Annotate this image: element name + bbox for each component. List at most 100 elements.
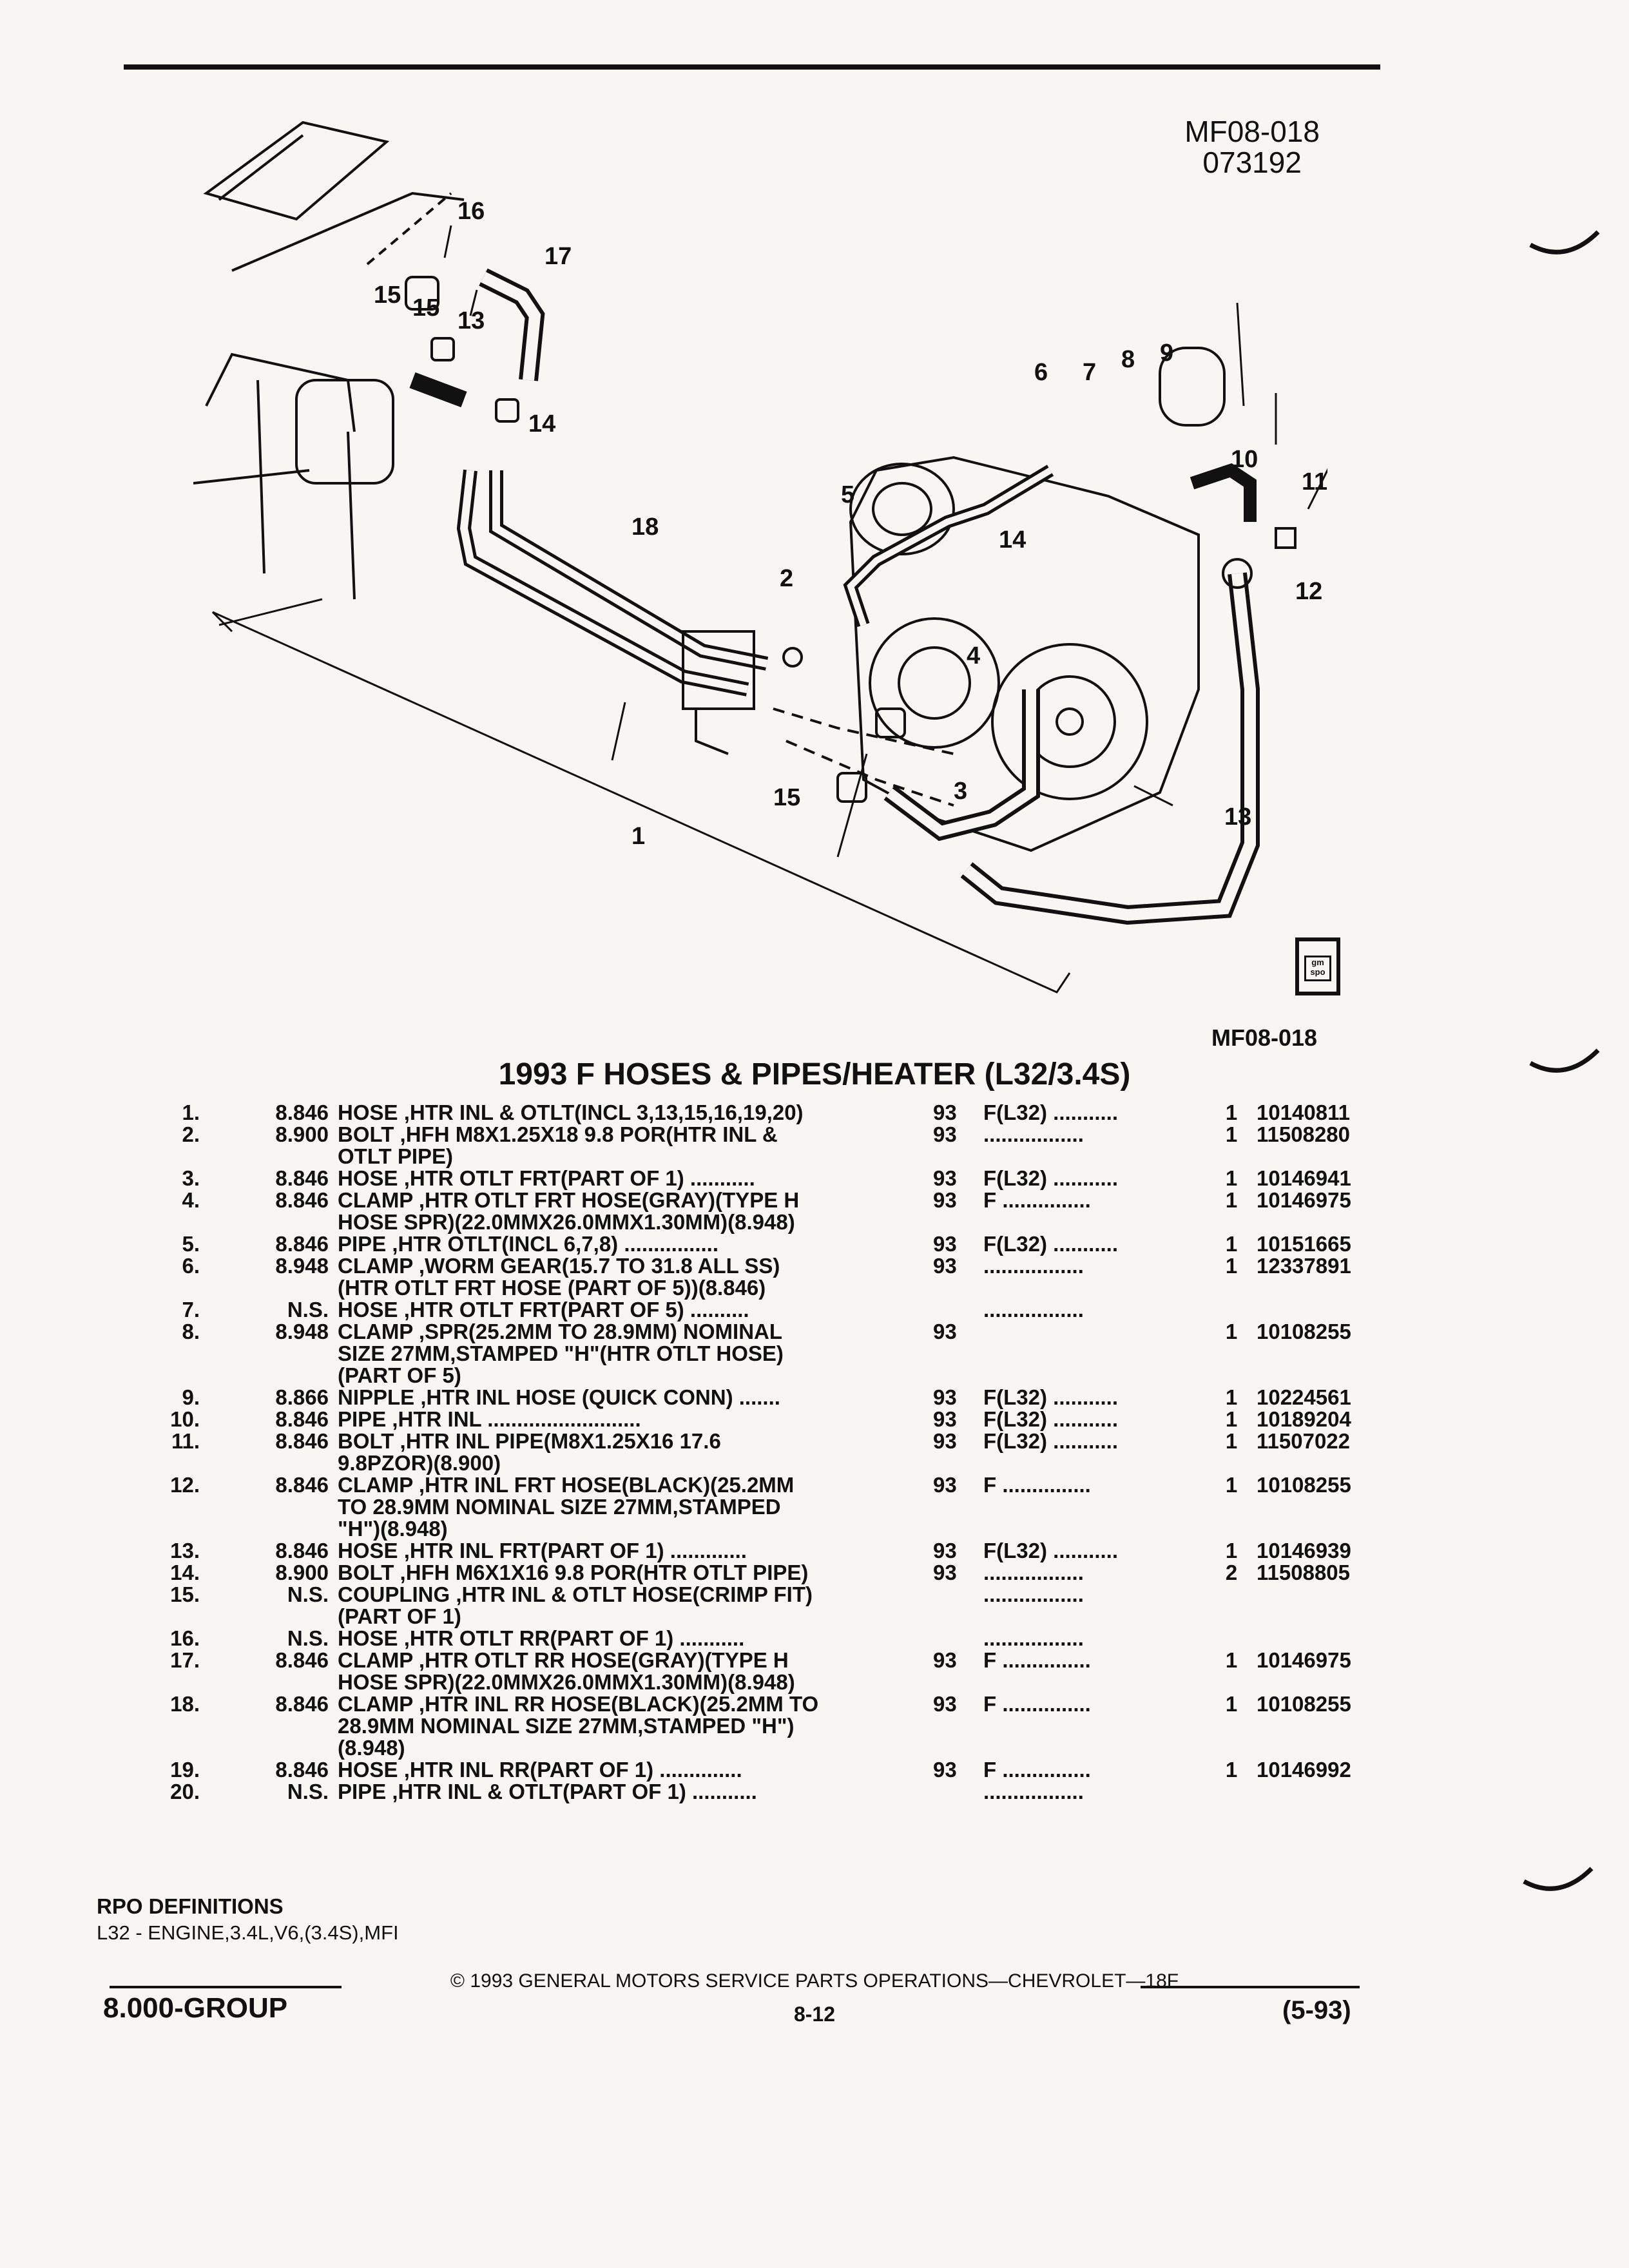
part-num: 3. [182,1166,200,1190]
part-year: 93 [933,1385,957,1409]
throttle-body [1159,347,1226,427]
part-group: 8.846 [275,1648,329,1672]
part-qty: 1 [1225,1429,1238,1453]
top-rule [124,64,1380,70]
part-desc: HOSE ,HTR INL RR(PART OF 1) ............… [338,1758,742,1782]
part-num: 8. [182,1320,200,1343]
part-usage: F ............... [983,1648,1091,1672]
pipe-bracket [682,630,755,710]
part-qty: 1 [1225,1758,1238,1782]
heater-core-housing [295,379,394,485]
part-year: 93 [933,1648,957,1672]
part-desc: PIPE ,HTR OTLT(INCL 6,7,8) .............… [338,1232,719,1256]
part-desc: CLAMP ,HTR OTLT RR HOSE(GRAY)(TYPE H HOS… [338,1648,795,1694]
part-group: 8.948 [275,1254,329,1278]
callout-20: 18 [631,514,659,541]
part-num: 4. [182,1188,200,1212]
part-group: 8.846 [275,1692,329,1716]
part-group: 8.846 [275,1429,329,1453]
part-usage: F(L32) ........... [983,1407,1119,1431]
part-group: N.S. [287,1780,329,1803]
alternator [849,463,955,555]
part-part-no [1248,1584,1398,1628]
part-qty: 1 [1225,1320,1238,1343]
footer-rule-left [110,1986,342,1988]
part-qty [1215,1781,1248,1803]
part-part-no: 12337891 [1257,1254,1351,1278]
part-desc: COUPLING ,HTR INL & OTLT HOSE(CRIMP FIT)… [338,1582,813,1628]
part-year: 93 [933,1232,957,1256]
callout-16: 15 [412,294,439,322]
callout-12: 12 [1295,578,1322,605]
page-title: 1993 F HOSES & PIPES/HEATER (L32/3.4S) [498,1057,1131,1091]
part-year: 93 [933,1407,957,1431]
part-usage: F ............... [983,1188,1091,1212]
part-year: 93 [933,1561,957,1584]
part-part-no [1248,1781,1398,1803]
part-num: 13. [170,1539,200,1562]
part-part-no: 10224561 [1257,1385,1351,1409]
part-part-no: 10108255 [1257,1473,1351,1497]
part-qty: 1 [1225,1122,1238,1146]
ref-date: 073192 [1202,146,1302,179]
part-qty [1215,1584,1248,1628]
part-qty [1215,1628,1248,1649]
part-desc: CLAMP ,HTR OTLT FRT HOSE(GRAY)(TYPE H HO… [338,1188,800,1234]
part-qty: 1 [1225,1254,1238,1278]
rpo-definition-l32: L32 - ENGINE,3.4L,V6,(3.4S),MFI [97,1921,399,1944]
part-usage: ................. [983,1582,1084,1606]
figure-reference: MF08-018 [1211,1024,1318,1051]
part-part-no [1248,1299,1398,1321]
part-group: 8.948 [275,1320,329,1343]
part-part-no: 10146975 [1257,1188,1351,1212]
part-usage: ................. [983,1626,1084,1650]
part-desc: HOSE ,HTR OTLT FRT(PART OF 5) .......... [338,1298,749,1321]
footer-rule-right [1141,1986,1360,1988]
callout-4: 4 [967,642,980,669]
ref-code: MF08-018 [1184,115,1320,148]
part-year: 93 [933,1320,957,1343]
part-qty: 1 [1225,1100,1238,1124]
part-part-no: 11508280 [1257,1122,1351,1146]
part-group: 8.846 [275,1100,329,1124]
part-qty: 1 [1225,1188,1238,1212]
part-group: N.S. [287,1626,329,1650]
callout-15b: 14 [528,410,555,437]
callout-1: 1 [631,823,645,850]
part-qty: 2 [1225,1561,1238,1584]
part-usage: F(L32) ........... [983,1429,1119,1453]
part-desc: BOLT ,HFH M8X1.25X18 9.8 POR(HTR INL & O… [338,1122,778,1168]
part-part-no: 11507022 [1257,1429,1351,1453]
part-desc: HOSE ,HTR OTLT RR(PART OF 1) ........... [338,1626,745,1650]
part-qty: 1 [1225,1473,1238,1497]
part-usage: ................. [983,1780,1084,1803]
part-qty: 1 [1225,1692,1238,1716]
part-group: 8.900 [275,1561,329,1584]
pulley [869,617,1000,749]
part-desc: BOLT ,HFH M6X1X16 9.8 POR(HTR OTLT PIPE) [338,1561,809,1584]
part-qty: 1 [1225,1232,1238,1256]
callout-11: 11 [1302,468,1327,495]
callout-17: 15 [374,282,401,309]
part-num: 6. [182,1254,200,1278]
part-qty: 1 [1225,1166,1238,1190]
part-year: 93 [933,1692,957,1716]
part-qty: 1 [1225,1648,1238,1672]
part-year: 93 [933,1473,957,1497]
part-year [909,1781,972,1803]
part-usage: ................. [983,1122,1084,1146]
callout-7: 7 [1083,359,1096,386]
part-desc: PIPE ,HTR INL & OTLT(PART OF 1) ........… [338,1780,757,1803]
part-usage: F ............... [983,1692,1091,1716]
parts-diagram: 16 17 15 15 13 14 18 2 6 7 8 9 10 11 12 … [193,120,1327,994]
callout-15a: 13 [458,307,485,334]
